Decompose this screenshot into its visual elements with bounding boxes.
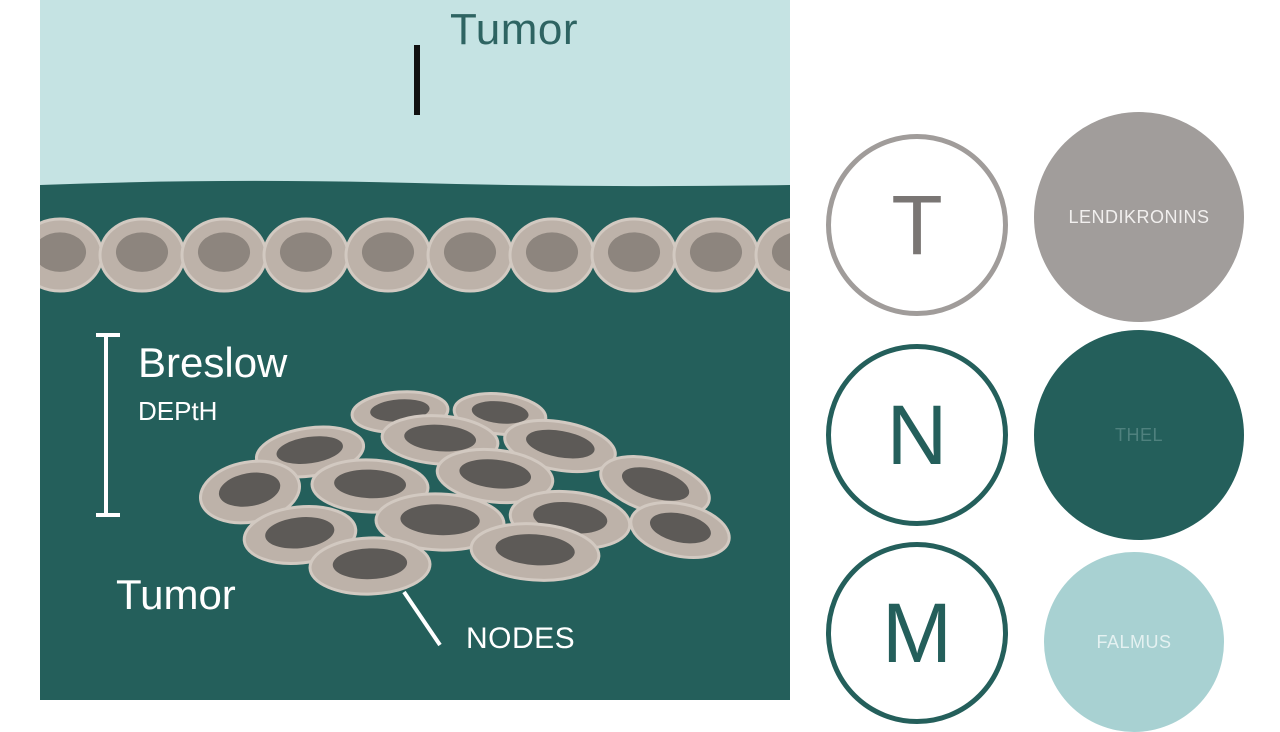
cell [469, 522, 601, 582]
cell [262, 217, 350, 293]
tumor-label-bottom: Tumor [116, 571, 236, 618]
cell [629, 501, 731, 559]
cell [40, 217, 104, 293]
breslow-depth-bracket [96, 333, 120, 517]
cell [180, 217, 268, 293]
cell [198, 459, 302, 525]
light-teal-disc-text: FALMUS [1096, 631, 1172, 652]
melanoma-diagram: Tumor Breslow DEPtH Tumor NODES [40, 0, 790, 700]
epidermis-cell-row [40, 217, 790, 293]
cell [374, 492, 506, 552]
teal-disc: THEL [1034, 330, 1244, 540]
light-teal-disc: FALMUS [1044, 552, 1224, 732]
m-stage-circle: M [826, 542, 1008, 724]
nodes-label: NODES [466, 622, 576, 655]
tumor-label-top: Tumor [450, 5, 578, 54]
cell [344, 217, 432, 293]
t-letter: T [891, 178, 943, 272]
cell [754, 218, 790, 292]
depth-label: DEPtH [138, 396, 218, 426]
grey-disc-text: LENDIKRONINS [1068, 206, 1210, 227]
cell [426, 217, 514, 293]
n-letter: N [886, 388, 948, 482]
cell [308, 536, 432, 596]
cell [590, 217, 678, 293]
tumor-depth-marker [414, 45, 420, 115]
nodes-leader-line [402, 590, 442, 647]
n-stage-circle: N [826, 344, 1008, 526]
teal-disc-text: THEL [1114, 424, 1163, 445]
t-stage-circle: T [826, 134, 1008, 316]
cell [98, 217, 186, 293]
cell [435, 447, 555, 505]
m-letter: M [882, 586, 952, 680]
tumor-cell-cluster [198, 390, 731, 596]
cell [508, 217, 596, 293]
cell [672, 217, 760, 293]
grey-disc: LENDIKRONINS [1034, 112, 1244, 322]
breslow-label: Breslow [138, 339, 288, 386]
tissue-illustration [40, 0, 790, 700]
